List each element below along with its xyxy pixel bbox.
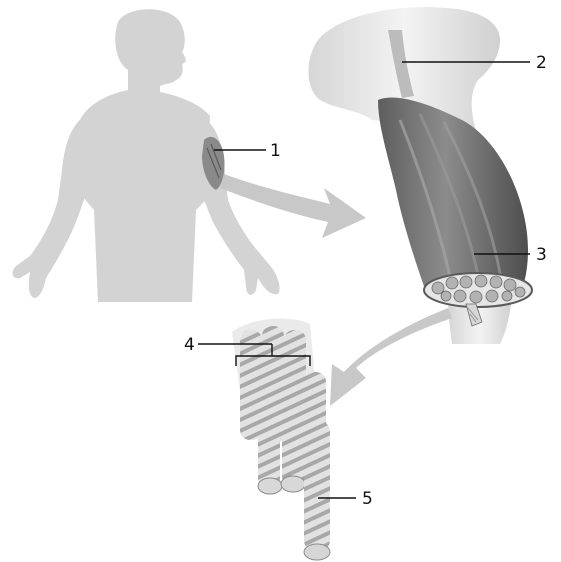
muscle-diagram-icon	[309, 7, 533, 344]
curved-arrow-2-icon	[330, 308, 452, 406]
callout-2: 2	[536, 53, 547, 73]
callout-3: 3	[536, 245, 547, 265]
human-silhouette-icon	[13, 9, 280, 302]
callout-4: 4	[184, 335, 195, 355]
callout-1: 1	[270, 141, 281, 161]
fascicle-diagram-icon	[232, 318, 330, 560]
callout-5: 5	[362, 489, 373, 509]
muscle-fibre-diagram-icon	[240, 326, 330, 560]
curved-arrow-1-icon	[220, 174, 366, 238]
